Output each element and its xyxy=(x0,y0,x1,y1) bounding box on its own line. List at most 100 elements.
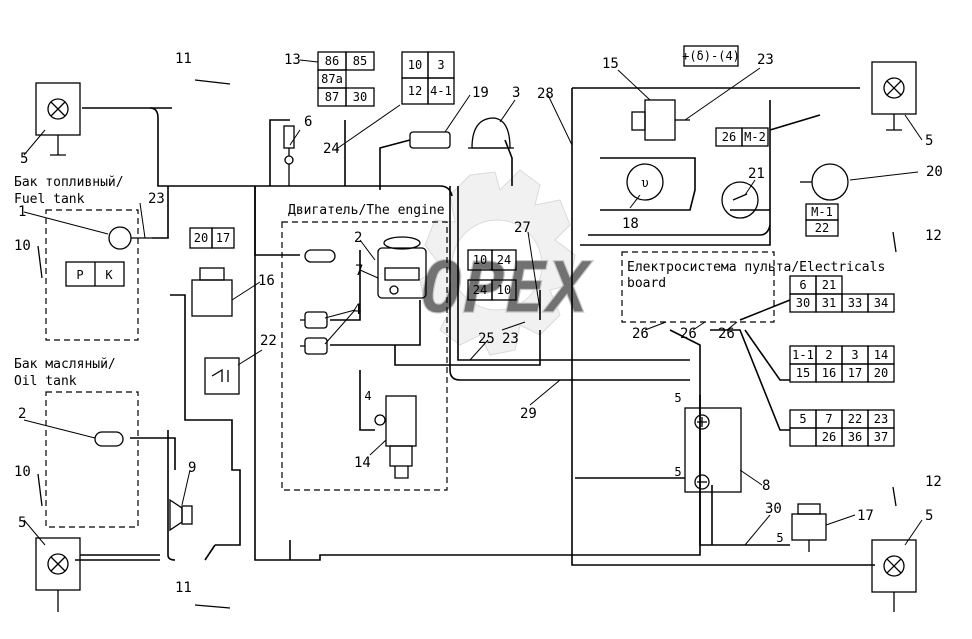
fuel-tank-title-1: Бак топливный/ xyxy=(14,175,124,190)
connector-cell-label: 30 xyxy=(353,90,367,104)
connector-cell-label: 85 xyxy=(353,54,367,68)
label-n4b: 4 xyxy=(364,389,371,403)
label-n12a: 12 xyxy=(925,228,942,244)
connector-cell-label: 24 xyxy=(497,253,511,267)
sensor-20 xyxy=(800,163,849,201)
label-n2a: 2 xyxy=(18,406,26,422)
connector-cell-label: 87 xyxy=(325,90,339,104)
connector-cell-label: 22 xyxy=(848,412,862,426)
connector-cell-label: 17 xyxy=(216,231,230,245)
electrical-board-frame xyxy=(621,251,775,323)
connector-cell-label: 24 xyxy=(473,283,487,297)
label-n11a: 11 xyxy=(175,51,192,67)
label-n25: 25 xyxy=(478,331,495,347)
connector-cell xyxy=(345,51,375,71)
connector-cell-label: 20 xyxy=(194,231,208,245)
connector-cell-label: 22 xyxy=(815,221,829,235)
lamp-bottom-left xyxy=(35,537,81,612)
label-n5e: 5 xyxy=(776,531,783,545)
connector-cell xyxy=(491,249,517,271)
connector-cell-label: 5 xyxy=(799,412,806,426)
plug xyxy=(409,131,451,149)
oil-tank-title-1: Бак масляный/ xyxy=(14,357,116,372)
connector-cell xyxy=(867,293,895,313)
connector-cell xyxy=(805,219,839,237)
label-n10b: 10 xyxy=(14,464,31,480)
connector-cell-label: 14 xyxy=(874,348,888,362)
connector-cell-label: 36 xyxy=(848,430,862,444)
connector-cell-label: +(δ)-(4) xyxy=(682,49,740,63)
fuel-sensor: P K xyxy=(65,226,152,287)
board-title-1: Електросистема пульта/Electricals xyxy=(627,260,885,275)
connector-cell-label: M-1 xyxy=(811,205,833,219)
connector-m1: M-122 xyxy=(805,203,839,237)
connector-cell xyxy=(491,279,517,301)
label-n26b: 26 xyxy=(680,326,697,342)
label-n24a: 24 xyxy=(323,141,340,157)
label-n15: 15 xyxy=(602,56,619,72)
connector-cell xyxy=(345,87,375,107)
label-n5b: 5 xyxy=(18,515,26,531)
connector-cell-label: 86 xyxy=(325,54,339,68)
label-n22: 22 xyxy=(260,333,277,349)
relay-15 xyxy=(631,99,690,141)
label-n14: 14 xyxy=(354,455,371,471)
label-n23c: 23 xyxy=(502,331,519,347)
label-n26a: 26 xyxy=(632,326,649,342)
label-n12b: 12 xyxy=(925,474,942,490)
connector-cell-label: 10 xyxy=(473,253,487,267)
connector-cell-label: 6 xyxy=(799,278,806,292)
connector-cell-label: 87a xyxy=(321,72,343,86)
label-n7: 7 xyxy=(355,263,363,279)
engine-plug xyxy=(304,249,336,263)
label-n11b: 11 xyxy=(175,580,192,596)
fuel-tank-p: P xyxy=(76,268,83,282)
connector-engine_a: 10 24 xyxy=(467,249,517,271)
fuel-tank-k: K xyxy=(105,268,113,282)
battery xyxy=(684,407,742,493)
starter-14 xyxy=(374,395,417,479)
connector-cell-label: 26 xyxy=(822,430,836,444)
connector-cell xyxy=(211,227,235,249)
label-n28: 28 xyxy=(537,86,554,102)
label-n23a: 23 xyxy=(757,52,774,68)
fuse xyxy=(283,125,295,186)
connector-cell-label: 1-1 xyxy=(792,348,814,362)
label-n23b: 23 xyxy=(148,191,165,207)
label-n18: 18 xyxy=(622,216,639,232)
label-n5d: 5 xyxy=(925,508,933,524)
board-title-2: board xyxy=(627,276,666,291)
connector-head_top: +(δ)-(4) xyxy=(682,45,740,67)
label-n6: 6 xyxy=(304,114,312,130)
wiring xyxy=(75,87,875,566)
horn-speaker-9 xyxy=(169,498,193,532)
lamp-bottom-right xyxy=(871,539,917,612)
label-n2b: 2 xyxy=(354,230,362,246)
connector-cell-label: 16 xyxy=(822,366,836,380)
label-n26c: 26 xyxy=(718,326,735,342)
label-n9: 9 xyxy=(188,460,196,476)
label-n30: 30 xyxy=(765,501,782,517)
oil-sensor xyxy=(94,431,124,447)
label-n5a: 5 xyxy=(20,151,28,167)
fuel-tank-frame xyxy=(45,209,139,341)
switch-22 xyxy=(204,357,240,395)
label-n20: 20 xyxy=(926,164,943,180)
lamp-top-left xyxy=(35,82,81,156)
connector-cell-label: M-2 xyxy=(744,130,766,144)
connector-cell-label: 2 xyxy=(825,348,832,362)
connector-cell-label: 10 xyxy=(408,58,422,72)
connector-cell-label: 12 xyxy=(408,84,422,98)
label-n5c: 5 xyxy=(925,133,933,149)
filter-16 xyxy=(191,267,233,317)
connector-cell-label: 30 xyxy=(796,296,810,310)
label-n29: 29 xyxy=(520,406,537,422)
label-n19: 19 xyxy=(472,85,489,101)
connector-cell-label: 7 xyxy=(825,412,832,426)
